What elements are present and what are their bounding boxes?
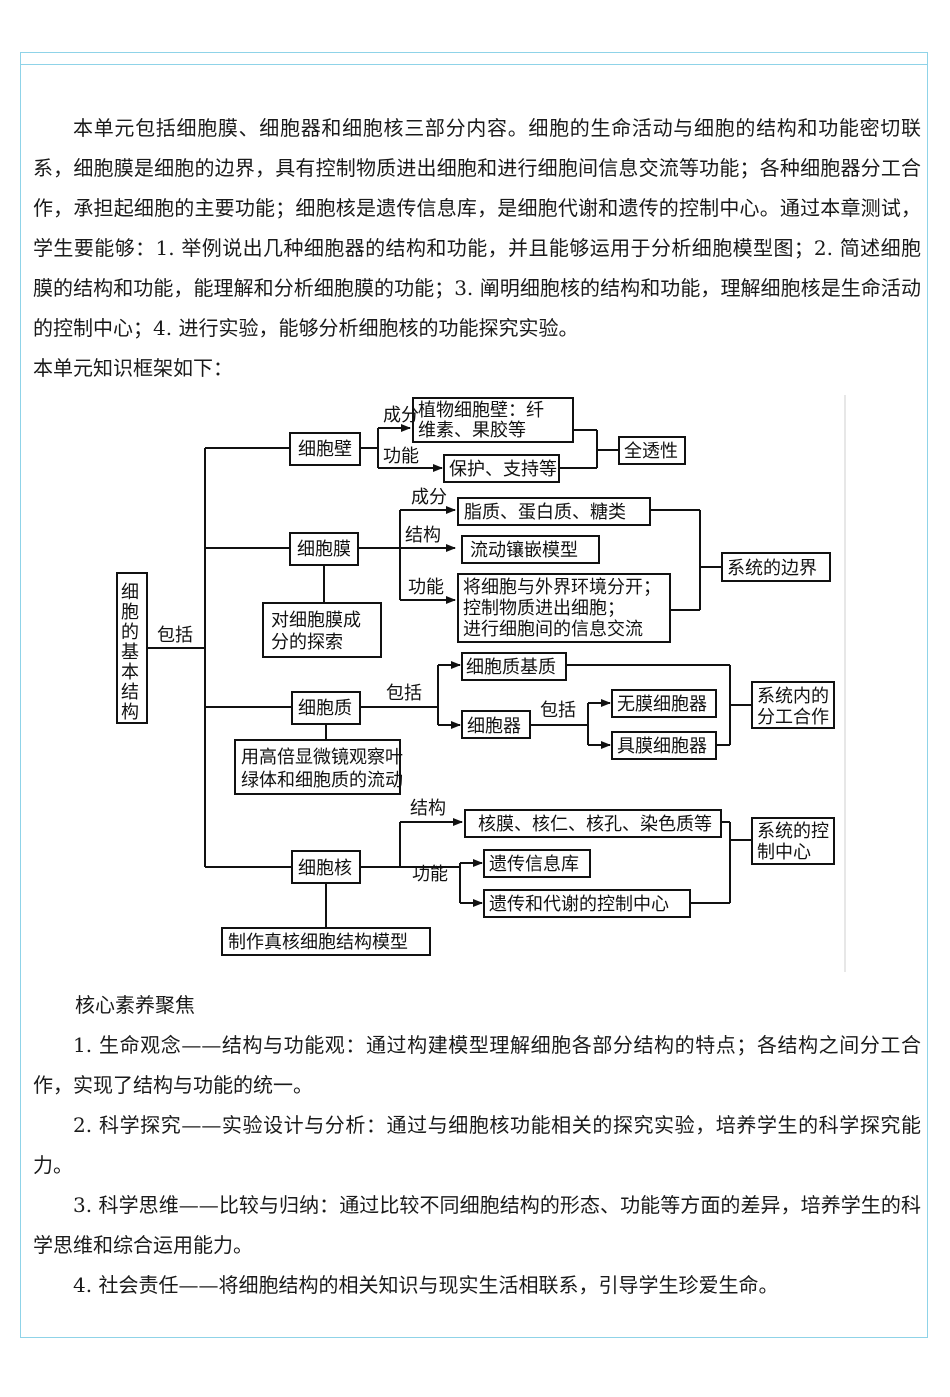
core-point-4: 4. 社会责任——将细胞结构的相关知识与现实生活相联系，引导学生珍爱生命。 bbox=[73, 1273, 779, 1297]
cell-wall-composition-line1: 植物细胞壁：纤 bbox=[418, 400, 544, 421]
cell-wall-summary-box bbox=[618, 436, 686, 465]
nucleus-function2-text: 遗传和代谢的控制中心 bbox=[489, 894, 669, 915]
nucleus-function1-box bbox=[483, 849, 591, 878]
core-point-3: 3. 科学思维——比较与归纳：通过比较不同细胞结构的形态、功能等方面的差异，培养… bbox=[33, 1193, 921, 1257]
knowledge-framework-diagram: 细 胞 的 基 本 结 构 包括 细胞壁 成分 功能 植物细胞壁：纤 维素、果胶… bbox=[0, 390, 950, 975]
nonmembrane-organelle-text: 无膜细胞器 bbox=[617, 694, 707, 715]
nucleus-summary-box bbox=[751, 817, 835, 865]
intro-paragraph: 本单元包括细胞膜、细胞器和细胞核三部分内容。细胞的生命活动与细胞的结构和功能密切… bbox=[33, 116, 921, 340]
cytoplasm-matrix-text: 细胞质基质 bbox=[466, 657, 556, 678]
cytoplasm-summary-box bbox=[751, 681, 835, 729]
root-char-2: 胞 bbox=[121, 602, 139, 623]
core-literacy-title: 核心素养聚焦 bbox=[75, 993, 195, 1017]
cell-wall-summary-text: 全透性 bbox=[624, 441, 678, 462]
cytoplasm-summary-line1: 系统内的 bbox=[757, 686, 829, 707]
nucleus-summary-line2: 制中心 bbox=[757, 842, 811, 863]
cell-wall-function-link: 功能 bbox=[383, 446, 419, 467]
nucleus-label: 细胞核 bbox=[298, 858, 352, 879]
membrane-exploration-line2: 分的探索 bbox=[271, 632, 343, 653]
membrane-summary-text: 系统的边界 bbox=[727, 558, 817, 579]
cell-wall-composition-link: 成分 bbox=[383, 405, 419, 426]
membrane-function-box bbox=[457, 573, 671, 643]
cytoplasm-label: 细胞质 bbox=[298, 698, 352, 719]
cytoplasm-experiment-line1: 用高倍显微镜观察叶 bbox=[241, 747, 403, 768]
nucleus-function-link: 功能 bbox=[412, 864, 448, 885]
membrane-function-line1: 将细胞与外界环境分开； bbox=[463, 577, 661, 598]
membrane-function-line2: 控制物质进出细胞； bbox=[463, 598, 625, 619]
organelle-include-link: 包括 bbox=[540, 700, 576, 721]
header-rule bbox=[20, 64, 928, 65]
cell-wall-composition-line2: 维素、果胶等 bbox=[418, 420, 526, 441]
nucleus-structure-box bbox=[464, 809, 722, 838]
membrane-exploration-box bbox=[262, 602, 382, 658]
membrane-composition-link: 成分 bbox=[411, 487, 447, 508]
root-char-3: 的 bbox=[121, 622, 139, 643]
root-char-4: 基 bbox=[121, 642, 139, 663]
cell-wall-label: 细胞壁 bbox=[298, 439, 352, 460]
root-char-7: 构 bbox=[121, 702, 139, 723]
membrane-function-line3: 进行细胞间的信息交流 bbox=[463, 619, 643, 640]
root-char-5: 本 bbox=[121, 662, 139, 683]
membrane-function-link: 功能 bbox=[408, 577, 444, 598]
organelle-text: 细胞器 bbox=[467, 716, 521, 737]
cytoplasm-matrix-box bbox=[461, 652, 567, 681]
membrane-organelle-text: 具膜细胞器 bbox=[617, 736, 707, 757]
cell-wall-composition-box bbox=[412, 397, 574, 443]
membrane-composition-box bbox=[457, 497, 651, 526]
core-point-2: 2. 科学探究——实验设计与分析：通过与细胞核功能相关的探究实验，培养学生的科学… bbox=[33, 1113, 921, 1177]
core-point-1: 1. 生命观念——结构与功能观：通过构建模型理解细胞各部分结构的特点；各结构之间… bbox=[33, 1033, 921, 1097]
nucleus-model-text: 制作真核细胞结构模型 bbox=[228, 932, 408, 953]
membrane-exploration-line1: 对细胞膜成 bbox=[271, 610, 361, 631]
intro-lead-in: 本单元知识框架如下： bbox=[33, 356, 233, 380]
cytoplasm-experiment-line2: 绿体和细胞质的流动 bbox=[241, 770, 403, 791]
page-frame bbox=[20, 52, 928, 1338]
framework-svg: 细 胞 的 基 本 结 构 包括 细胞壁 成分 功能 植物细胞壁：纤 维素、果胶… bbox=[116, 395, 846, 972]
nonmembrane-organelle-box bbox=[611, 689, 717, 718]
root-char-6: 结 bbox=[121, 682, 139, 703]
nucleus-summary-line1: 系统的控 bbox=[757, 821, 829, 842]
cell-membrane-label: 细胞膜 bbox=[297, 539, 351, 560]
cytoplasm-summary-line2: 分工合作 bbox=[757, 707, 829, 728]
cytoplasm-include-link: 包括 bbox=[386, 683, 422, 704]
nucleus-function1-text: 遗传信息库 bbox=[489, 854, 579, 875]
membrane-summary-box bbox=[721, 552, 831, 582]
nucleus-structure-text: 核膜、核仁、核孔、染色质等 bbox=[478, 814, 712, 835]
membrane-structure-link: 结构 bbox=[405, 525, 441, 546]
cell-wall-function-text: 保护、支持等 bbox=[449, 459, 557, 480]
membrane-structure-box bbox=[461, 535, 600, 564]
membrane-composition-text: 脂质、蛋白质、糖类 bbox=[464, 502, 626, 523]
membrane-structure-text: 流动镶嵌模型 bbox=[470, 540, 578, 561]
cytoplasm-experiment-box bbox=[234, 739, 401, 795]
nucleus-model-box bbox=[221, 927, 431, 956]
root-char-1: 细 bbox=[121, 582, 139, 603]
root-link-label: 包括 bbox=[157, 625, 193, 646]
nucleus-structure-link: 结构 bbox=[410, 798, 446, 819]
